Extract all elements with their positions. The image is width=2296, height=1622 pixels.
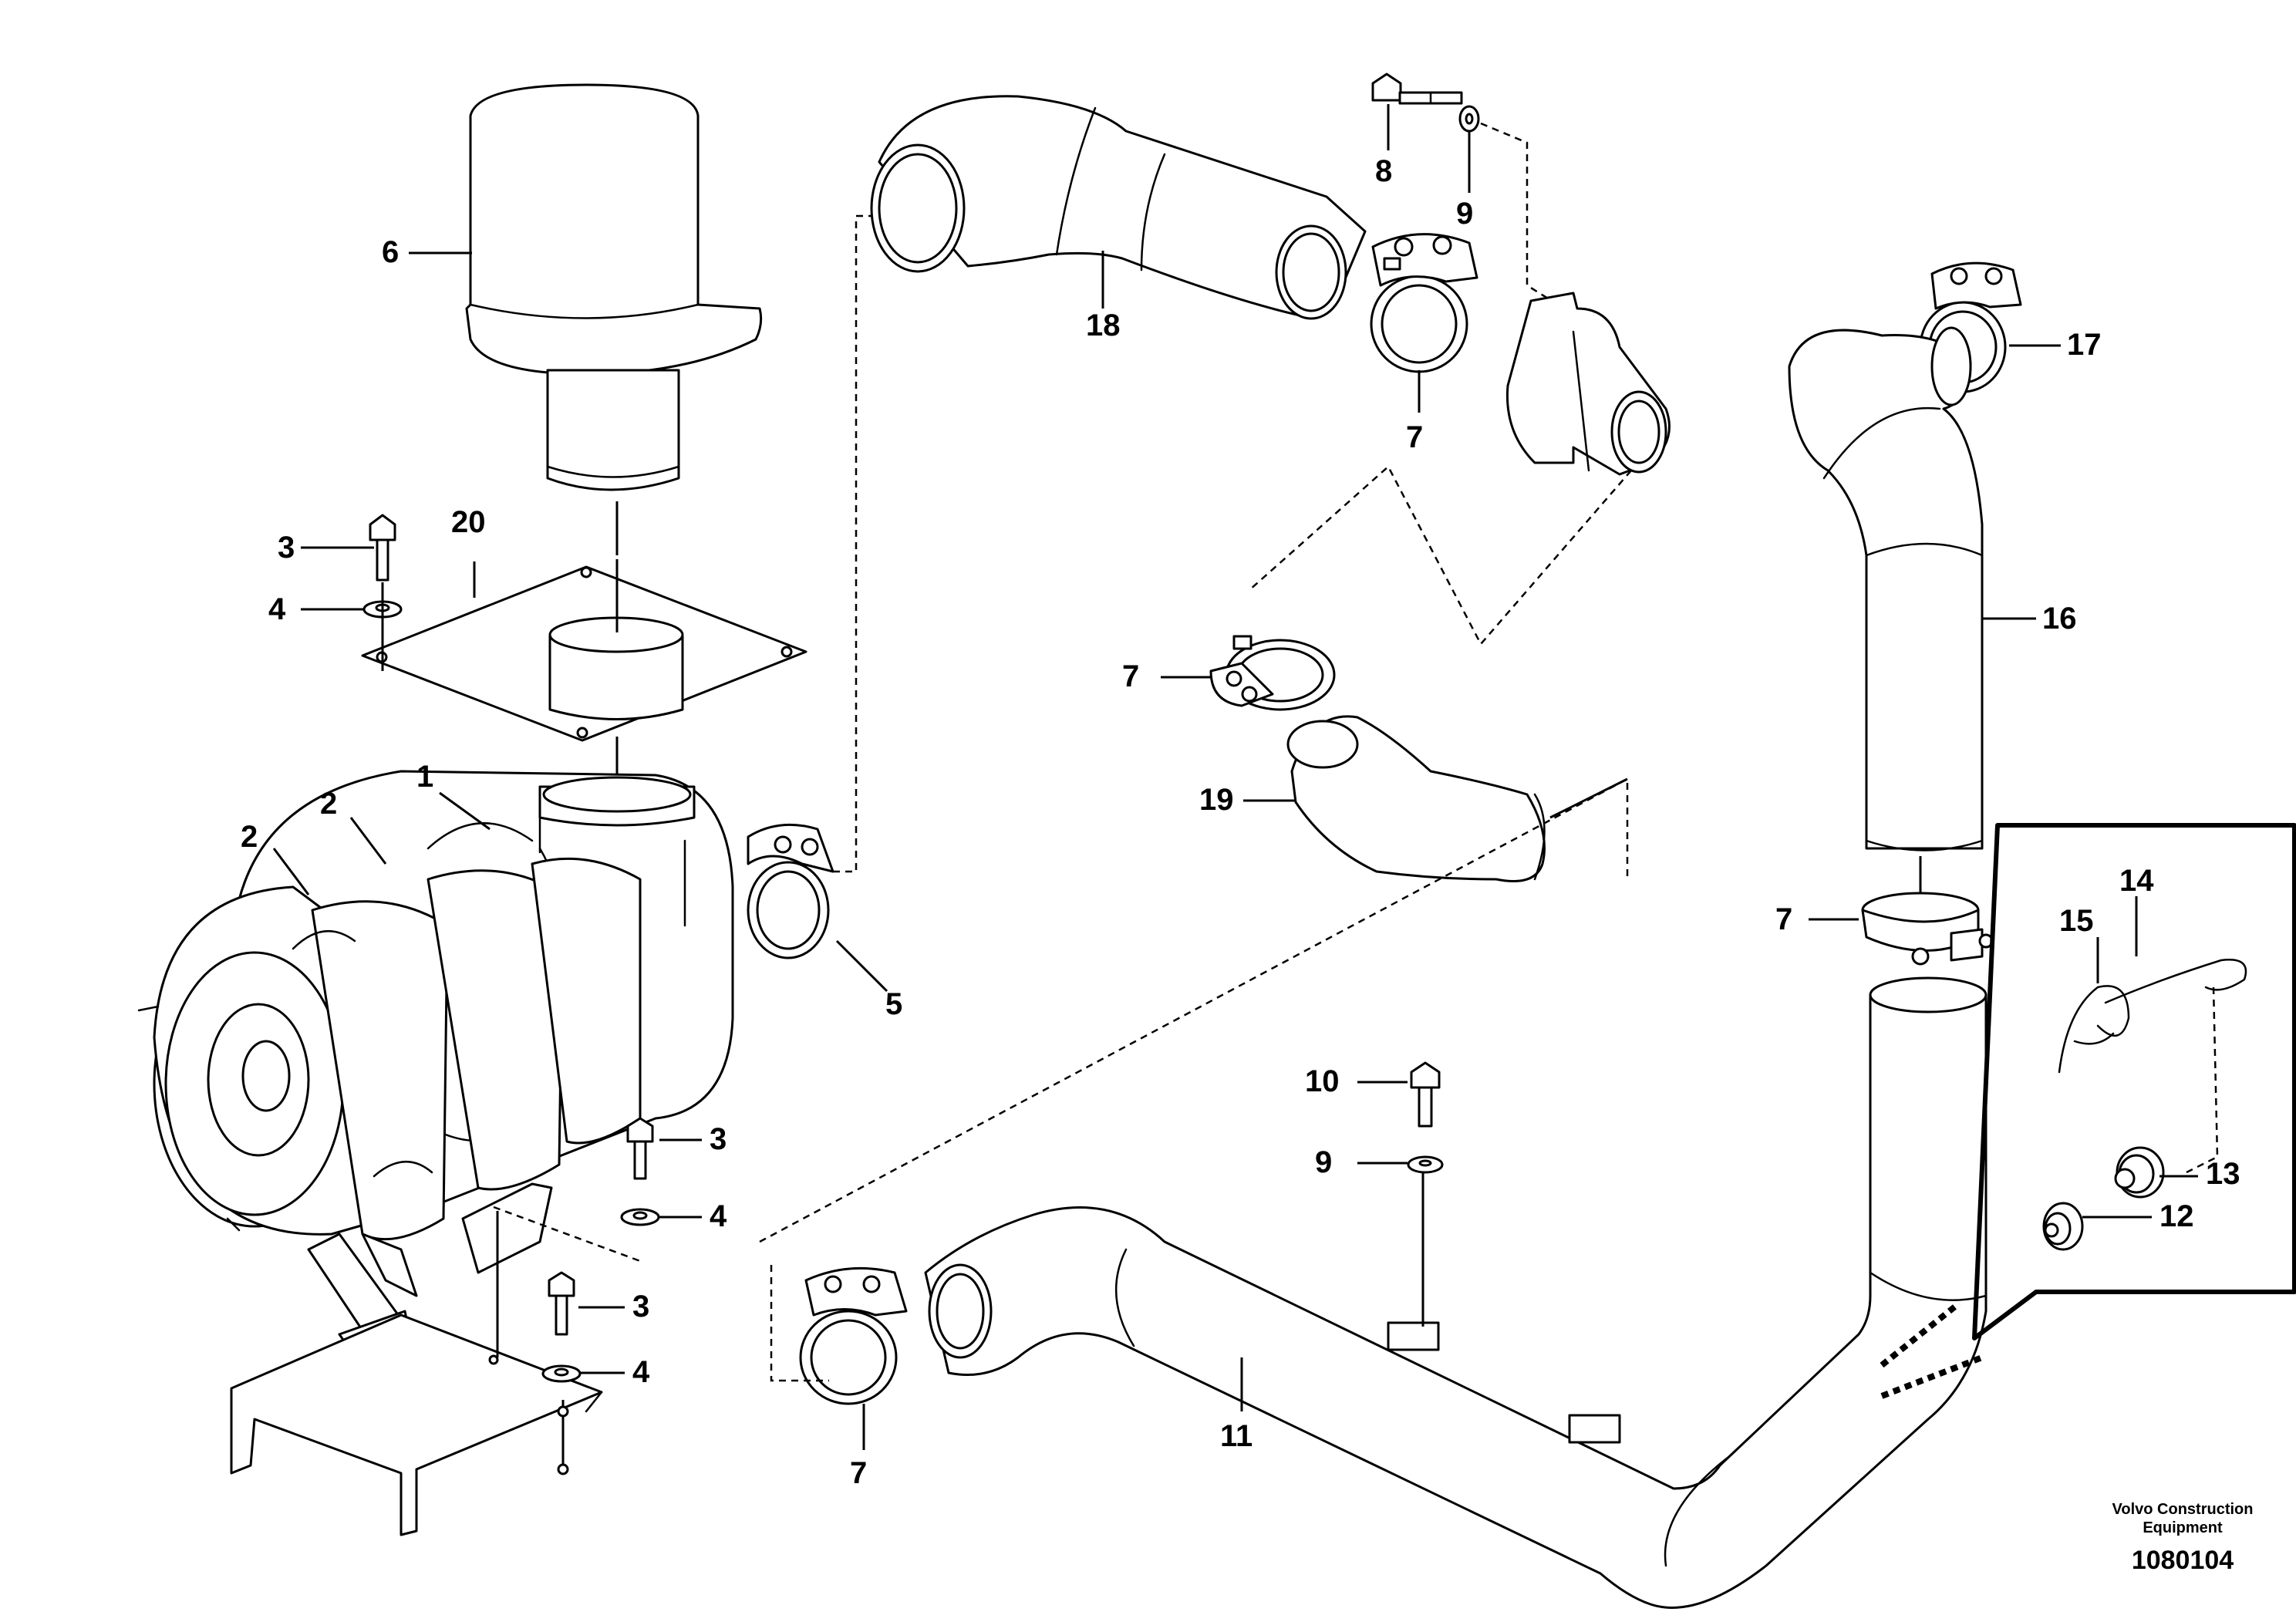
hose-clamp-7a bbox=[1370, 233, 1478, 373]
screw-icon bbox=[362, 514, 403, 671]
callout-10: 10 bbox=[1305, 1064, 1340, 1098]
callout-4: 4 bbox=[632, 1355, 650, 1389]
hose-clamp-7b bbox=[1209, 635, 1336, 711]
sensor-12 bbox=[2042, 1202, 2084, 1251]
brand-line-2: Equipment bbox=[2143, 1519, 2223, 1536]
screw-icon bbox=[1407, 1061, 1444, 1174]
callout-13: 13 bbox=[2206, 1157, 2240, 1191]
washer-icon bbox=[1458, 105, 1559, 306]
intake-adapter bbox=[1249, 292, 1671, 646]
pre-cleaner-cap bbox=[465, 83, 763, 555]
callout-2: 2 bbox=[320, 787, 338, 821]
mounting-plate bbox=[361, 559, 807, 794]
callout-6: 6 bbox=[382, 235, 400, 269]
hose-clamp-7c bbox=[1861, 892, 1994, 966]
detail-inset-box bbox=[1880, 823, 2296, 1399]
callout-7: 7 bbox=[1122, 659, 1140, 693]
callout-9: 9 bbox=[1315, 1145, 1333, 1179]
callout-16: 16 bbox=[2042, 602, 2077, 636]
callout-1: 1 bbox=[416, 760, 434, 794]
callout-11: 11 bbox=[1220, 1419, 1253, 1453]
filter-end-cover bbox=[137, 857, 642, 1241]
screw-icon bbox=[620, 1117, 660, 1226]
screw-icon bbox=[1371, 73, 1463, 105]
intake-hose-18 bbox=[870, 95, 1367, 320]
brand-line-1: Volvo Construction bbox=[2112, 1501, 2254, 1518]
hose-clamp-5 bbox=[747, 214, 878, 959]
callout-7: 7 bbox=[850, 1456, 868, 1490]
callout-9: 9 bbox=[1456, 197, 1474, 231]
drawing-number: 1080104 bbox=[2131, 1546, 2234, 1575]
callout-3: 3 bbox=[710, 1122, 727, 1156]
callout-5: 5 bbox=[885, 987, 903, 1021]
callout-12: 12 bbox=[2159, 1199, 2194, 1233]
callout-20: 20 bbox=[451, 505, 486, 539]
leader-lines bbox=[272, 104, 2152, 1450]
support-bracket bbox=[230, 1182, 641, 1536]
sensor-13 bbox=[2114, 1146, 2198, 1199]
footer-block: Volvo Construction Equipment 1080104 bbox=[2075, 1500, 2291, 1579]
callout-15: 15 bbox=[2059, 904, 2094, 938]
screw-icon bbox=[541, 1271, 582, 1383]
callout-14: 14 bbox=[2119, 864, 2154, 898]
intake-pipe-11 bbox=[759, 777, 1988, 1609]
hose-clamp-7d bbox=[799, 1266, 908, 1405]
callout-7: 7 bbox=[1775, 902, 1793, 936]
callout-3: 3 bbox=[632, 1290, 650, 1324]
callout-8: 8 bbox=[1375, 154, 1393, 188]
cable-tie-14-15 bbox=[2058, 959, 2247, 1174]
callout-7: 7 bbox=[1406, 420, 1424, 454]
rubber-elbow-19 bbox=[1286, 715, 1546, 882]
callout-4: 4 bbox=[710, 1199, 727, 1233]
callout-18: 18 bbox=[1086, 309, 1121, 342]
callout-17: 17 bbox=[2067, 328, 2102, 362]
callout-4: 4 bbox=[268, 592, 286, 626]
intake-pipe-16 bbox=[1788, 326, 1984, 902]
callout-2: 2 bbox=[241, 820, 258, 854]
callout-3: 3 bbox=[278, 531, 295, 565]
callout-19: 19 bbox=[1199, 783, 1234, 817]
